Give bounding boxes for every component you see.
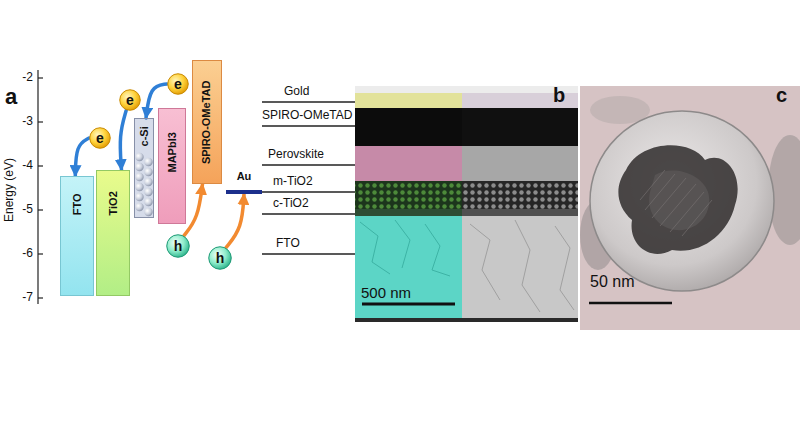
hole-circle: h [208,246,232,270]
layer-label-box: Gold [284,85,309,99]
layer-label-box: SPIRO-OMeTAD [262,109,352,123]
energy-axis [38,70,43,304]
tick-label-box: -6 [22,247,33,261]
layer-label-box: Perovskite [268,148,324,162]
hole-circle: h [166,234,190,258]
electron-circle-shape [90,128,111,149]
layer-name: TiO2 [107,191,120,215]
layer-label-box: FTO [276,237,300,251]
tem-particle [580,86,800,330]
charge-letter: e [174,76,182,92]
tick-label: -3 [22,114,33,128]
layer-label-box: c-TiO2 [273,197,309,211]
electron-arrow [75,138,89,176]
tick-label-box: -4 [22,159,33,173]
tick-label-box: -5 [22,203,33,217]
energy-level-bar: FTO [60,176,94,296]
charge-letter: e [126,92,134,108]
layer-label: FTO [276,236,300,250]
layer-label: SPIRO-OMeTAD [262,108,352,122]
layer-name: Au [237,170,252,183]
energy-level-bar: c-Si [134,118,154,218]
layer-name: c-Si [138,126,151,146]
panel-letter-box: c [776,84,787,107]
panel-letter: a [5,84,17,109]
panel-letter-box: a [5,84,17,109]
tick-label-box: -2 [22,71,33,85]
scale-label: 500 nm [361,284,411,301]
scale-label-box: 500 nm [361,284,411,301]
hole-circle-shape [167,235,190,258]
electron-circle-shape [120,90,141,111]
tick-label: -5 [22,202,33,216]
hole-arrow [226,194,244,248]
layer-name: FTO [71,193,84,215]
electron-circle: e [167,73,189,95]
axis-title: Energy (eV) [2,158,16,222]
scale-label: 50 nm [590,273,634,290]
panel-letter: b [553,84,565,106]
electron-circle-shape [168,74,189,95]
scale-label-box: 50 nm [590,273,634,291]
layer-label: c-TiO2 [273,196,309,210]
tick-label: -4 [22,158,33,172]
charge-letter: h [174,238,183,254]
energy-level-bar: TiO2 [96,170,130,296]
tick-label-box: -7 [22,291,33,305]
layer-label: Perovskite [268,147,324,161]
electron-circle: e [89,127,111,149]
layer-label: m-TiO2 [273,174,313,188]
energy-level-bar: SPIRO-OMeTAD [192,60,222,184]
panel-letter: c [776,84,787,106]
electron-circle: e [119,89,141,111]
axis-title-box: Energy (eV) [3,158,17,222]
hole-circle-shape [209,247,232,270]
layer-label-box: m-TiO2 [273,175,313,189]
layer-name: SPIRO-OMeTAD [201,80,214,164]
energy-level-line: Au [226,170,262,194]
silicon-particles [134,118,154,218]
layer-label: Gold [284,84,309,98]
tick-label-box: -3 [22,115,33,129]
panel-letter-box: b [553,84,565,107]
hole-arrow [184,184,203,236]
electron-arrow [120,110,126,170]
tick-label: -6 [22,246,33,260]
tick-label: -2 [22,70,33,84]
leader-lines [262,102,355,254]
layer-name: MAPbI3 [166,132,179,172]
sem-cross-section [355,86,578,322]
tick-label: -7 [22,290,33,304]
energy-level-bar: MAPbI3 [158,108,186,224]
charge-letter: h [216,250,225,266]
charge-letter: e [96,130,104,146]
